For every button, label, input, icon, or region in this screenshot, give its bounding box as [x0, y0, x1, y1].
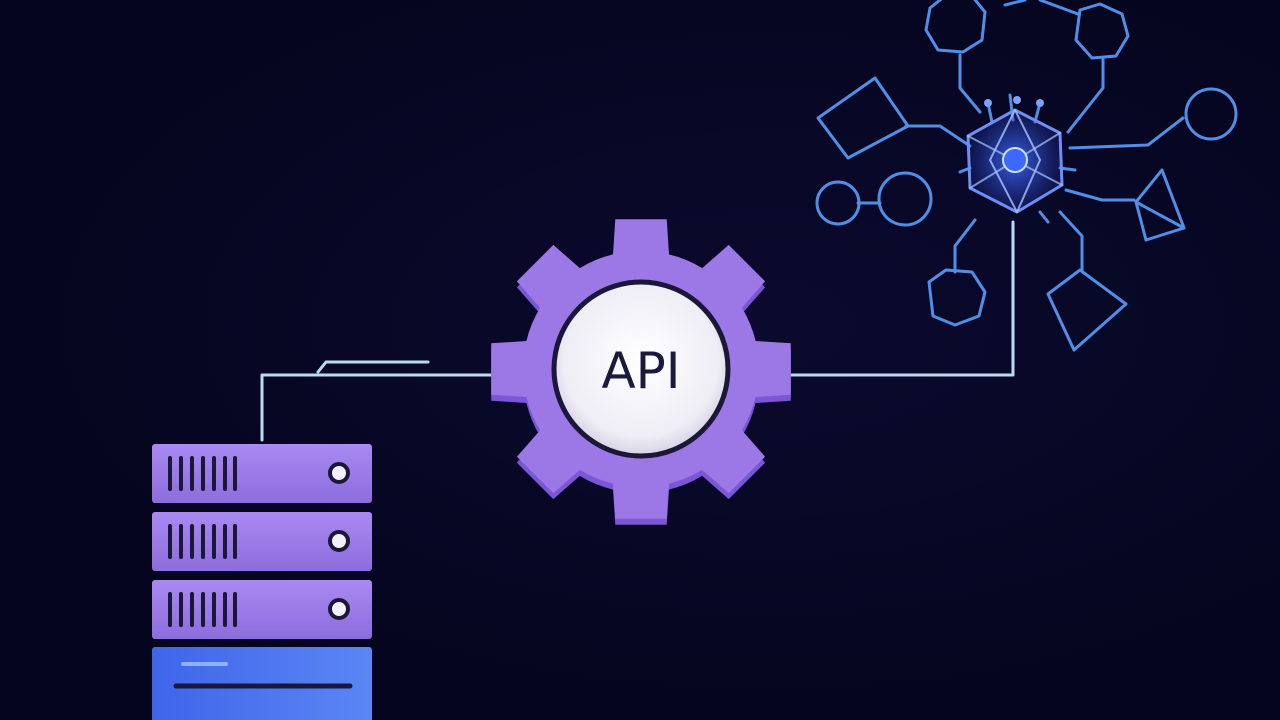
network-node-shape	[1046, 268, 1128, 352]
power-indicator-icon	[328, 598, 350, 620]
network-node-shape	[877, 171, 933, 227]
api-gear: API	[491, 219, 791, 525]
vent-slots-icon	[168, 592, 237, 627]
network-node-shape	[1074, 2, 1130, 60]
api-to-network-connector	[756, 220, 1015, 377]
server-to-api-connector	[260, 373, 527, 442]
network-nodes	[815, 0, 1238, 352]
network-node-shape	[927, 268, 987, 327]
network-links	[856, 0, 1185, 274]
vent-slots-icon	[168, 456, 237, 491]
server-base-unit	[152, 647, 372, 720]
network-node-shape	[815, 180, 861, 226]
network-node-shape	[1184, 87, 1238, 141]
power-indicator-icon	[328, 462, 350, 484]
power-indicator-icon	[328, 530, 350, 552]
api-face	[551, 279, 731, 459]
server-unit-3	[152, 580, 372, 639]
server-unit-1	[152, 444, 372, 503]
network-graph	[815, 0, 1238, 352]
network-node-shape	[924, 0, 987, 54]
api-label: API	[601, 342, 680, 400]
server-unit-2	[152, 512, 372, 571]
server-rack	[152, 444, 372, 720]
network-node-shape	[816, 76, 910, 160]
server-connector-branch	[316, 360, 430, 374]
network-hub-icon	[966, 96, 1064, 214]
connector-lines	[260, 220, 1015, 442]
vent-slots-icon	[168, 524, 237, 559]
